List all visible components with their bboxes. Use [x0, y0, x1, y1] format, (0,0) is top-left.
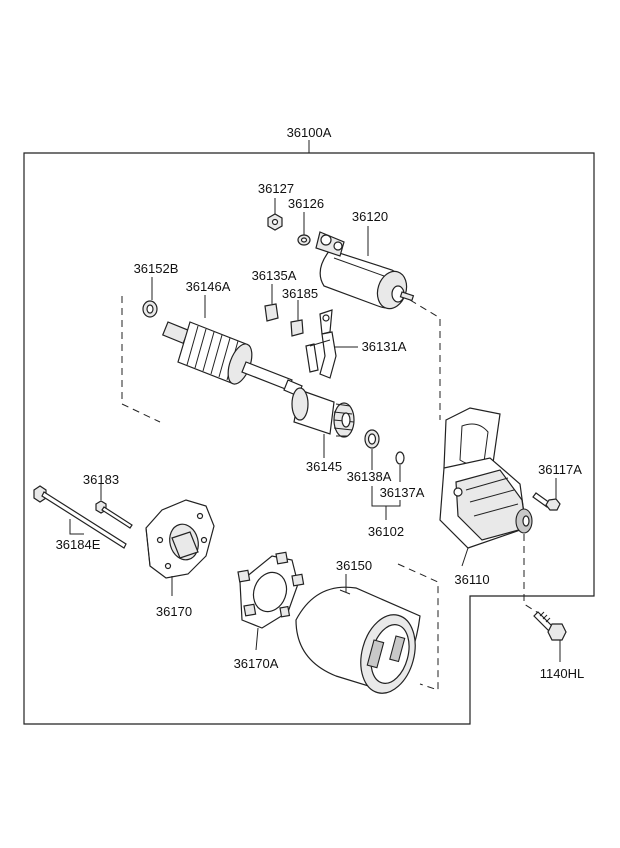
- label-36185: 36185: [282, 286, 318, 301]
- part-36120-solenoid: [315, 231, 415, 310]
- label-36127: 36127: [258, 181, 294, 196]
- label-36150: 36150: [336, 558, 372, 573]
- label-1140HL: 1140HL: [540, 666, 585, 681]
- label-36102: 36102: [368, 524, 404, 539]
- part-36146A-armature: [161, 321, 303, 397]
- part-36152B-washer: [142, 300, 158, 318]
- part-36117A-screw: [532, 492, 561, 511]
- part-36131A-shift-lever: [305, 309, 337, 379]
- assembly-frame: [23, 152, 595, 725]
- label-36135A: 36135A: [252, 268, 297, 283]
- part-36126-washer: [297, 234, 311, 246]
- label-36152B: 36152B: [134, 261, 179, 276]
- part-36137A-snap-ring: [395, 451, 405, 465]
- label-36138A: 36138A: [347, 469, 392, 484]
- label-36100A: 36100A: [287, 125, 332, 140]
- label-36137A: 36137A: [380, 485, 425, 500]
- label-36170A: 36170A: [234, 656, 279, 671]
- part-36170-rear-bracket: [145, 499, 215, 579]
- part-36184E-through-bolt: [33, 485, 127, 549]
- part-36127-nut: [267, 213, 283, 231]
- label-36117A: 36117A: [538, 462, 582, 477]
- part-36170A-brush-holder: [237, 551, 305, 629]
- part-36145-pinion-clutch: [291, 387, 355, 438]
- label-36170: 36170: [156, 604, 192, 619]
- label-36146A: 36146A: [186, 279, 231, 294]
- part-36138A-stop-ring: [364, 429, 380, 449]
- part-1140HL-bolt: [533, 611, 567, 641]
- label-36183: 36183: [83, 472, 119, 487]
- part-36150-yoke: [295, 586, 421, 694]
- bracket-36102: [371, 486, 401, 520]
- label-36110: 36110: [454, 572, 489, 587]
- part-36183-screw: [95, 500, 133, 529]
- label-36145: 36145: [306, 459, 342, 474]
- label-36126: 36126: [288, 196, 324, 211]
- part-36135A-plate: [264, 303, 279, 322]
- label-36120: 36120: [352, 209, 388, 224]
- label-36184E: 36184E: [56, 537, 101, 552]
- part-36185-plate: [290, 319, 304, 337]
- part-36110-drive-housing: [439, 407, 533, 549]
- label-36131A: 36131A: [362, 339, 407, 354]
